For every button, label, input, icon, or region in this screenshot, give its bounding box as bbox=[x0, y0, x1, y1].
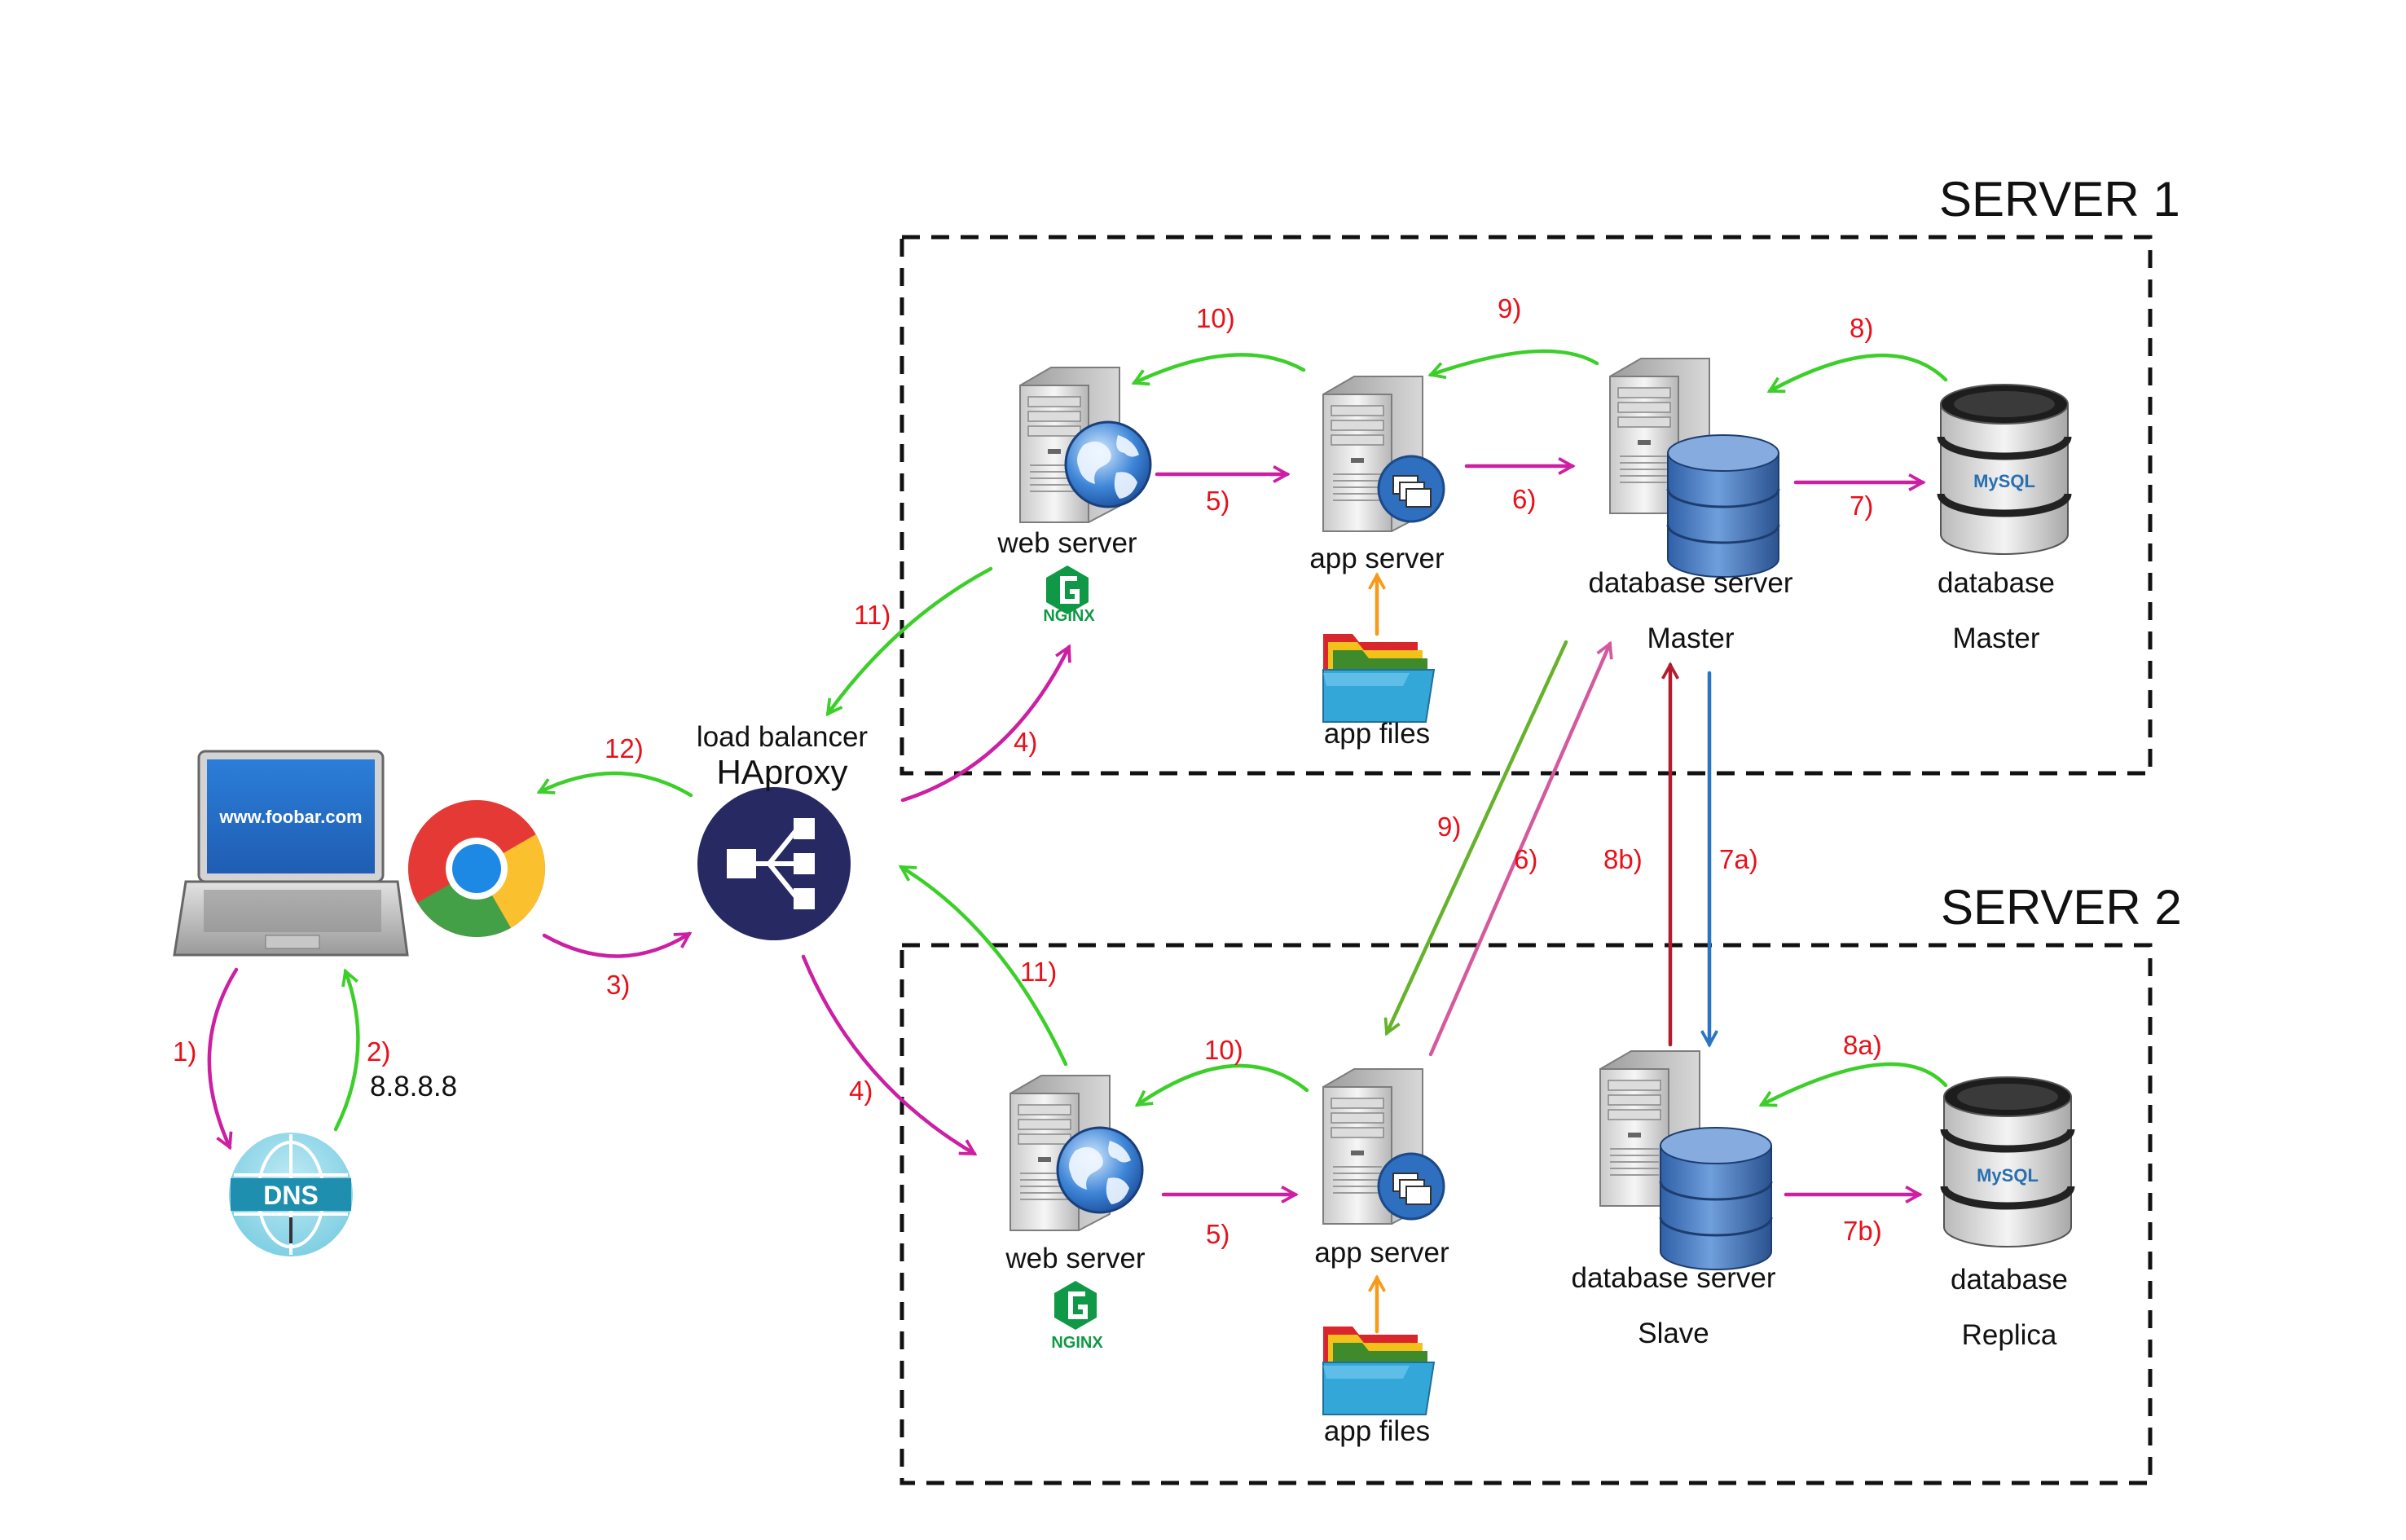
server2-db-server-role: Slave bbox=[1638, 1318, 1709, 1349]
step-label: 5) bbox=[1206, 1219, 1229, 1249]
step-label: 10) bbox=[1196, 303, 1235, 333]
server2-app-server-label: app server bbox=[1314, 1237, 1449, 1269]
server1-database-role: Master bbox=[1953, 623, 2040, 654]
server1-db-server-role: Master bbox=[1647, 623, 1735, 654]
server1-web-server-label: web server bbox=[996, 527, 1137, 559]
dns-ip-label: 8.8.8.8 bbox=[370, 1071, 457, 1102]
server2-nginx-icon bbox=[1054, 1281, 1097, 1330]
server2-boundary bbox=[900, 943, 2153, 1485]
step-label: 10) bbox=[1204, 1035, 1243, 1065]
arrow-9-server1-db-to-app bbox=[1431, 349, 1599, 375]
arrow-8-mysql-to-server1-db bbox=[1770, 353, 1948, 394]
load-balancer-label: load balancer bbox=[697, 721, 868, 753]
server1-mysql-logo: MySQL bbox=[1973, 471, 2035, 491]
server1-app-files-label: app files bbox=[1324, 718, 1430, 750]
server1-app-server-icon bbox=[1322, 376, 1445, 532]
step-label: 12) bbox=[605, 733, 644, 763]
dns-badge-label: DNS bbox=[263, 1181, 319, 1210]
arrow-10-server2-app-to-web bbox=[1137, 1063, 1309, 1107]
arrow-4-lb-to-server1-web bbox=[900, 647, 1069, 803]
load-balancer-icon bbox=[697, 787, 851, 940]
server2-app-server-icon bbox=[1322, 1068, 1445, 1225]
server2-app-files-label: app files bbox=[1324, 1415, 1430, 1447]
arrow-4-lb-to-server2-web bbox=[801, 954, 974, 1156]
server1-mysql-icon bbox=[1941, 385, 2068, 554]
arrow-8a-mysql-to-server2-db bbox=[1762, 1062, 1948, 1105]
arrow-11-server1-web-to-lb bbox=[828, 566, 993, 714]
step-label: 1) bbox=[173, 1036, 196, 1067]
server1-app-server-label: app server bbox=[1309, 543, 1445, 574]
server2-mysql-logo: MySQL bbox=[1977, 1165, 2039, 1186]
arrow-12-lb-to-browser bbox=[539, 771, 693, 798]
step-label: 11) bbox=[1020, 957, 1057, 987]
arrow-9-server1-db-to-server2-app bbox=[1387, 640, 1568, 1033]
haproxy-label: HAproxy bbox=[716, 753, 847, 791]
server1-nginx-icon bbox=[1046, 565, 1089, 614]
chrome-icon bbox=[408, 800, 545, 937]
step-label: 6) bbox=[1514, 844, 1537, 874]
server2-db-server-label: database server bbox=[1572, 1262, 1776, 1294]
laptop-icon bbox=[173, 750, 409, 957]
step-label: 9) bbox=[1498, 293, 1521, 323]
step-label: 8b) bbox=[1603, 844, 1643, 874]
server2-mysql-icon bbox=[1944, 1077, 2071, 1247]
step-label: 8a) bbox=[1843, 1030, 1882, 1060]
step-label: 6) bbox=[1512, 484, 1536, 514]
step-label: 9) bbox=[1437, 812, 1461, 842]
server1-boundary bbox=[900, 235, 2153, 776]
server2-title: SERVER 2 bbox=[1941, 880, 2182, 935]
arrow-3-browser-to-lb bbox=[542, 931, 689, 958]
server2-db-server-icon bbox=[1599, 1050, 1773, 1271]
step-label: 7b) bbox=[1843, 1216, 1882, 1246]
server1-nginx-logo: NGINX bbox=[1043, 607, 1095, 625]
arrow-11-server2-web-to-lb bbox=[901, 865, 1068, 1067]
server2-web-server-icon bbox=[1009, 1075, 1144, 1231]
step-label: 3) bbox=[606, 970, 630, 1000]
step-label: 4) bbox=[849, 1076, 873, 1106]
step-label: 4) bbox=[1014, 727, 1037, 757]
arrow-2-dns-response bbox=[333, 971, 360, 1132]
arrow-1-dns-query bbox=[207, 967, 239, 1147]
server1-title: SERVER 1 bbox=[1939, 172, 2180, 227]
server1-db-server-label: database server bbox=[1589, 567, 1793, 599]
server2-nginx-logo: NGINX bbox=[1051, 1334, 1103, 1352]
step-label: 5) bbox=[1206, 486, 1229, 516]
server2-app-files-icon bbox=[1322, 1326, 1435, 1415]
laptop-url: www.foobar.com bbox=[218, 807, 362, 827]
arrow-10-server1-app-to-web bbox=[1134, 353, 1306, 383]
dns-icon bbox=[229, 1133, 353, 1256]
step-label: 7) bbox=[1850, 491, 1873, 521]
arrow-6-server2-app-to-server1-db bbox=[1428, 644, 1610, 1057]
server1-app-files-icon bbox=[1322, 633, 1435, 723]
step-label: 7a) bbox=[1719, 844, 1758, 874]
server2-web-server-label: web server bbox=[1005, 1243, 1146, 1274]
server1-web-server-icon bbox=[1019, 367, 1152, 523]
server2-database-label: database bbox=[1951, 1264, 2068, 1296]
step-label: 2) bbox=[367, 1036, 390, 1067]
step-label: 11) bbox=[854, 600, 891, 630]
server2-database-role: Replica bbox=[1962, 1319, 2057, 1351]
server1-db-server-icon bbox=[1609, 358, 1780, 579]
server1-database-label: database bbox=[1938, 567, 2055, 599]
step-label: 8) bbox=[1850, 313, 1873, 343]
